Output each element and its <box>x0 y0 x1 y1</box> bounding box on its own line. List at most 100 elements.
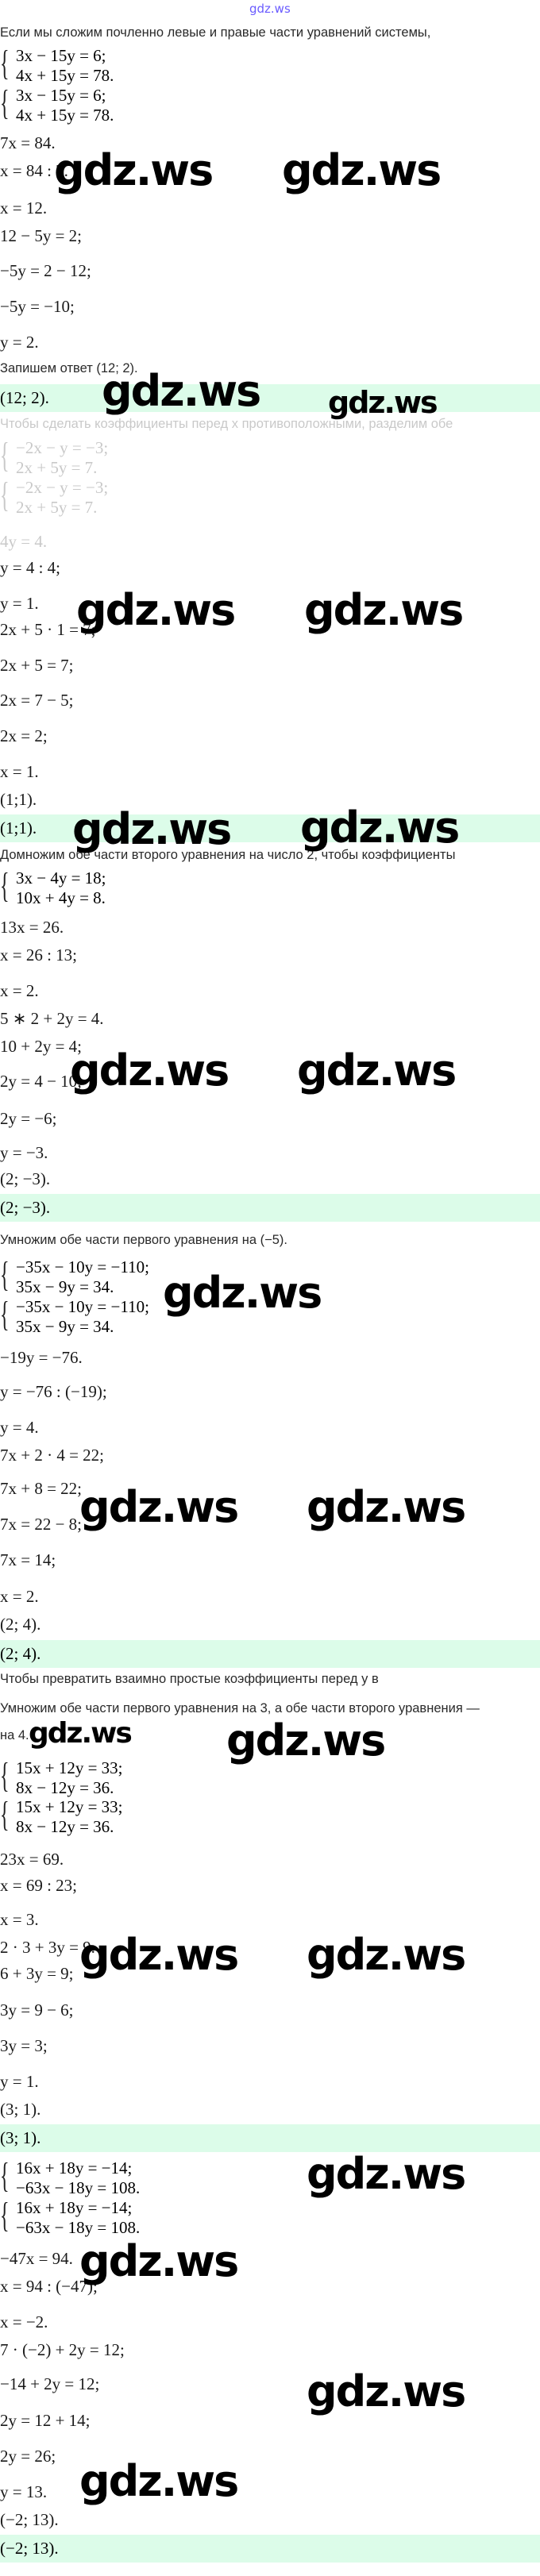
equation: 7x = 22 − 8; <box>0 1515 83 1534</box>
equation: 2x + 5 = 7; <box>0 656 74 675</box>
equation: −35x − 10y = −110; <box>16 1297 149 1316</box>
equation: 10x + 4y = 8. <box>16 888 106 907</box>
equation: 8x − 12y = 36. <box>16 1778 114 1797</box>
equation: 3y = 3; <box>0 2036 48 2055</box>
equation: 7x + 2 · 4 = 22; <box>0 1446 105 1465</box>
equation: 7x + 8 = 22; <box>0 1479 83 1498</box>
brace-icon: { <box>0 1795 10 1834</box>
brace-icon: { <box>0 2196 10 2235</box>
equation: 7x = 84. <box>0 133 56 152</box>
equation: 2y = 12 + 14; <box>0 2411 91 2430</box>
answer-box: (3; 1). <box>0 2124 540 2152</box>
equation: 2y = −6; <box>0 1109 57 1128</box>
equation: 5 ∗ 2 + 2y = 4. <box>0 1009 104 1028</box>
equation: y = −76 : (−19); <box>0 1382 107 1401</box>
explanation-text: Чтобы превратить взаимно простые коэффиц… <box>0 1672 379 1686</box>
explanation-text: Если мы сложим почленно левые и правые ч… <box>0 25 431 40</box>
answer-text: (2; −3). <box>0 1198 51 1217</box>
equation: 7x = 14; <box>0 1550 56 1569</box>
equation: −35x − 10y = −110; <box>16 1257 149 1276</box>
brace-icon: { <box>0 476 10 514</box>
explanation-text: Запишем ответ (12; 2). <box>0 361 138 375</box>
watermark: gdz.ws <box>163 1268 322 1318</box>
equation: −47x = 94. <box>0 2249 73 2268</box>
site-logo[interactable]: gdz.ws <box>249 2 291 16</box>
equation: 8x − 12y = 36. <box>16 1817 114 1836</box>
answer-box: (1;1). <box>0 814 540 842</box>
equation: 15x + 12y = 33; <box>16 1797 123 1816</box>
equation: y = 1. <box>0 594 39 613</box>
watermark: gdz.ws <box>79 2456 239 2506</box>
equation: 2x + 5y = 7. <box>16 458 98 477</box>
equation: 2x = 2; <box>0 726 48 745</box>
brace-icon: { <box>0 1756 10 1795</box>
watermark: gdz.ws <box>29 1717 133 1750</box>
equation: y = 2. <box>0 333 39 352</box>
equation: 15x + 12y = 33; <box>16 1758 123 1777</box>
explanation-text: на 4. <box>0 1728 29 1742</box>
answer-box: (12; 2). <box>0 384 540 412</box>
equation: 3x − 15y = 6; <box>16 46 106 65</box>
equation: −2x − y = −3; <box>16 478 109 497</box>
equation: x = −2. <box>0 2312 48 2331</box>
equation: −5y = 2 − 12; <box>0 261 91 280</box>
equation: x = 26 : 13; <box>0 945 78 965</box>
brace-icon: { <box>0 866 10 905</box>
equation: −2x − y = −3; <box>16 438 109 457</box>
answer-box: (−2; 13). <box>0 2535 540 2563</box>
equation: x = 2. <box>0 1587 39 1606</box>
equation: 35x − 9y = 34. <box>16 1277 114 1296</box>
explanation-text: Домножим обе части второго уравнения на … <box>0 848 456 862</box>
equation: 35x − 9y = 34. <box>16 1317 114 1336</box>
explanation-text: Умножим обе части первого уравнения на (… <box>0 1233 287 1247</box>
equation: −19y = −76. <box>0 1348 83 1367</box>
equation: 16x + 18y = −14; <box>16 2198 133 2217</box>
equation: 2y = 4 − 10; <box>0 1072 83 1091</box>
watermark: gdz.ws <box>307 2149 466 2199</box>
answer-text: (−2; 13). <box>0 2539 59 2558</box>
watermark: gdz.ws <box>304 585 464 635</box>
explanation-text: Чтобы сделать коэффициенты перед x проти… <box>0 417 453 431</box>
answer-box: (2; −3). <box>0 1194 540 1222</box>
brace-icon: { <box>0 2156 10 2195</box>
answer-text: (2; 4). <box>0 1644 41 1663</box>
equation: (2; 4). <box>0 1615 41 1634</box>
watermark: gdz.ws <box>79 1930 239 1980</box>
equation: y = −3. <box>0 1143 48 1162</box>
equation: −5y = −10; <box>0 297 75 316</box>
equation: (1;1). <box>0 790 37 809</box>
equation: 2x + 5y = 7. <box>16 498 98 517</box>
brace-icon: { <box>0 436 10 475</box>
watermark: gdz.ws <box>300 803 460 853</box>
equation: 2 · 3 + 3y = 9. <box>0 1938 95 1957</box>
equation: 3x − 15y = 6; <box>16 86 106 105</box>
watermark: gdz.ws <box>307 2366 466 2416</box>
equation: 7 · (−2) + 2y = 12; <box>0 2340 125 2359</box>
brace-icon: { <box>0 44 10 83</box>
brace-icon: { <box>0 1295 10 1334</box>
brace-icon: { <box>0 83 10 122</box>
watermark: gdz.ws <box>54 145 214 195</box>
explanation-text: Умножим обе части первого уравнения на 3… <box>0 1701 480 1715</box>
equation: x = 94 : (−47); <box>0 2277 98 2296</box>
equation: 2y = 26; <box>0 2447 56 2466</box>
equation: y = 4 : 4; <box>0 558 61 577</box>
equation: −14 + 2y = 12; <box>0 2374 100 2393</box>
brace-icon: { <box>0 1255 10 1294</box>
equation: (−2; 13). <box>0 2510 59 2529</box>
watermark: gdz.ws <box>76 585 236 635</box>
answer-text: (3; 1). <box>0 2128 41 2147</box>
equation: 4x + 15y = 78. <box>16 66 114 85</box>
equation: y = 13. <box>0 2482 48 2501</box>
watermark: gdz.ws <box>307 1930 466 1980</box>
watermark: gdz.ws <box>307 1482 466 1532</box>
equation: 2x + 5 · 1 = 7; <box>0 620 96 639</box>
watermark: gdz.ws <box>79 2236 239 2286</box>
equation: 10 + 2y = 4; <box>0 1037 83 1056</box>
equation: x = 2. <box>0 981 39 1000</box>
equation: 13x = 26. <box>0 918 64 937</box>
equation: y = 4. <box>0 1418 39 1437</box>
equation: 12 − 5y = 2; <box>0 226 83 245</box>
equation: 16x + 18y = −14; <box>16 2158 133 2177</box>
equation: x = 12. <box>0 198 48 218</box>
